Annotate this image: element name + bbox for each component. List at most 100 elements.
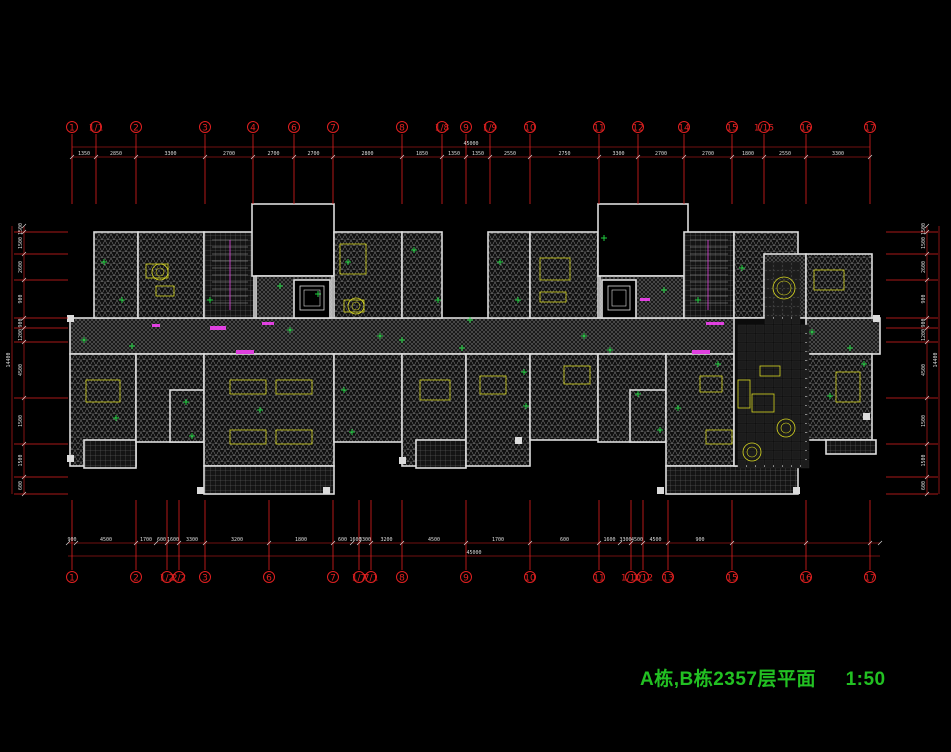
axis-label-bottom: 13 — [662, 574, 673, 584]
axis-bubble-top — [130, 121, 142, 133]
fixture-marker — [411, 247, 417, 253]
furniture — [705, 429, 733, 445]
furniture — [229, 379, 267, 395]
furniture — [539, 257, 571, 281]
dim-bottom-label: 4500 — [631, 537, 643, 543]
fixture-marker — [827, 393, 833, 399]
axis-bubble-bottom — [365, 571, 377, 583]
floor-tile — [800, 369, 810, 379]
fixture-marker — [715, 361, 721, 367]
fixture-marker — [661, 287, 667, 293]
axis-label-top: 3 — [202, 124, 208, 134]
floor-tile — [764, 396, 774, 406]
accent-marker — [692, 350, 710, 354]
floor-tile — [791, 450, 801, 460]
fixture-marker — [497, 259, 503, 265]
floor-tile — [800, 378, 810, 388]
floor-tile — [791, 333, 801, 343]
dim-bottom-tick — [665, 540, 671, 546]
floor-tile — [764, 414, 774, 424]
axis-bubble-bottom — [327, 571, 339, 583]
round-table — [742, 442, 762, 462]
column — [67, 455, 74, 462]
floor-tile — [773, 432, 783, 442]
axis-bubble-bottom — [353, 571, 365, 583]
dim-top-label: 3300 — [164, 151, 176, 157]
dim-right-label: 1500 — [921, 237, 927, 249]
axis-label-top: 10 — [524, 124, 536, 134]
floor-tile — [791, 315, 801, 325]
fixture-marker — [113, 415, 119, 421]
furniture — [699, 375, 723, 393]
axis-bubble-bottom — [199, 571, 211, 583]
dim-top-label: 2700 — [655, 151, 667, 157]
floor-tile — [764, 360, 774, 370]
fixture-marker — [81, 337, 87, 343]
floor-tile — [791, 288, 801, 298]
fixture-marker — [601, 235, 607, 241]
floor-tile — [746, 360, 756, 370]
axis-label-bottom: 1/12 — [633, 574, 653, 584]
axis-label-bottom: 3 — [202, 574, 208, 584]
dim-right-label: 900 — [921, 318, 927, 327]
floor-tile — [746, 333, 756, 343]
dim-right-tick — [924, 251, 930, 257]
floor-tile — [800, 441, 810, 451]
round-table — [151, 263, 169, 281]
dim-top-tick — [93, 154, 99, 160]
floor-tile — [755, 324, 765, 334]
dim-bottom-label: 3300 — [619, 537, 631, 543]
axis-label-top: 17 — [864, 124, 875, 134]
floor-tile — [800, 450, 810, 460]
floor-tile — [791, 378, 801, 388]
floor-tile — [737, 324, 747, 334]
axis-label-bottom: 6 — [266, 574, 272, 584]
dim-left-tick — [21, 315, 27, 321]
floor-tile — [773, 315, 783, 325]
dim-top-tick — [803, 154, 809, 160]
axis-label-top: 2 — [133, 124, 139, 134]
floor-tile — [791, 351, 801, 361]
drawing-scale: 1:50 — [845, 669, 886, 690]
column — [657, 487, 664, 494]
axis-bubble-top — [864, 121, 876, 133]
axis-bubble-top — [484, 121, 496, 133]
room — [203, 353, 335, 467]
accent-marker — [152, 324, 160, 327]
dim-bottom-label: 1600 — [603, 537, 615, 543]
axis-label-top: 1/15 — [754, 124, 774, 134]
floor-tile — [791, 441, 801, 451]
floor-tile — [764, 351, 774, 361]
floor-tile — [791, 360, 801, 370]
elevator-car-inner — [303, 289, 321, 307]
floor-tile — [764, 378, 774, 388]
dim-left-tick — [21, 277, 27, 283]
furniture — [751, 393, 775, 413]
floor-tile — [800, 432, 810, 442]
fixture-marker — [861, 361, 867, 367]
drawing-title-text: A栋,B栋2357层平面 — [640, 669, 816, 690]
floor-tile — [764, 315, 774, 325]
fixture-marker — [657, 427, 663, 433]
floor-tile — [746, 369, 756, 379]
dim-bottom-label: 3300 — [359, 537, 371, 543]
fixture-marker — [695, 297, 701, 303]
accent-marker — [262, 322, 274, 325]
dim-top-tick — [487, 154, 493, 160]
room — [401, 231, 443, 319]
axis-label-bottom: 2/2 — [172, 574, 186, 584]
dim-top-label: 2700 — [267, 151, 279, 157]
fixture-marker — [349, 429, 355, 435]
round-table-top — [776, 280, 792, 296]
floor-tile — [782, 324, 792, 334]
round-table-top — [780, 422, 792, 434]
fixture-marker — [435, 297, 441, 303]
drawing-title: A栋,B栋2357层平面 1:50 — [640, 664, 886, 691]
room — [487, 231, 531, 319]
axis-bubble-bottom — [161, 571, 173, 583]
floor-tile — [791, 432, 801, 442]
dim-bottom-tick — [65, 540, 71, 546]
floor-tile — [791, 459, 801, 469]
axis-label-top: 14 — [678, 124, 690, 134]
